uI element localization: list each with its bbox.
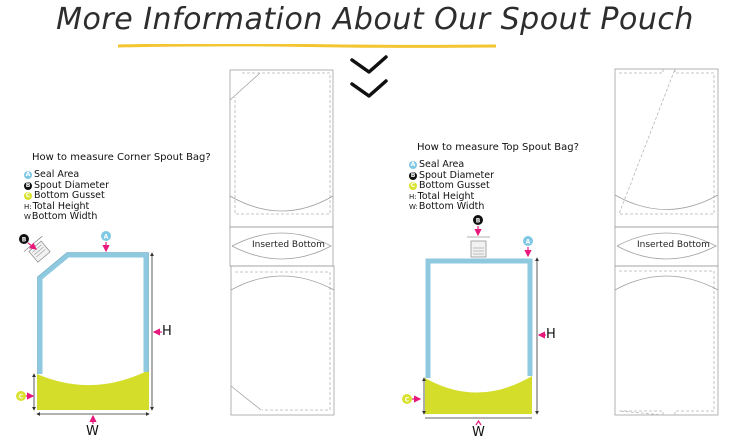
svg-text:C: C: [19, 394, 24, 401]
top-width-label: W: [472, 425, 485, 440]
bottom-gusset-badge-icon: C: [409, 182, 417, 191]
callout-c-badge: [402, 394, 412, 404]
corner-layout-drawing: [229, 69, 335, 416]
legend-prefix: W: [24, 213, 31, 221]
legend-label: Bottom Width: [418, 201, 485, 212]
legend-item-total-height: H:Total Height: [409, 190, 494, 203]
bottom-gusset-badge-icon: C: [24, 192, 32, 201]
svg-text:A: A: [526, 239, 531, 246]
corner-panel-heading: How to measure Corner Spout Bag?: [32, 152, 211, 163]
legend-label: Bottom Gusset: [419, 180, 490, 191]
double-chevron-down-icon: [350, 55, 388, 98]
svg-text:C: C: [405, 397, 410, 404]
svg-text:B: B: [476, 218, 481, 225]
top-layout-drawing: [614, 68, 719, 416]
top-panel-heading: How to measure Top Spout Bag?: [417, 142, 579, 153]
top-inserted-bottom-label: Inserted Bottom: [637, 240, 710, 250]
legend-label: Bottom Gusset: [34, 190, 105, 201]
spout-diameter-badge-icon: B: [409, 171, 417, 180]
top-spout-bag-diagram: B A C: [402, 215, 546, 426]
callout-a-badge: [101, 231, 111, 241]
legend-label: Seal Area: [34, 169, 80, 180]
legend-label: Seal Area: [419, 159, 465, 170]
top-spout-icon: [467, 236, 490, 258]
legend-label: Spout Diameter: [419, 169, 494, 181]
legend-item-total-height: H:Total Height: [24, 200, 109, 213]
top-height-label: H: [546, 327, 556, 342]
legend-prefix: H:: [409, 192, 417, 201]
corner-width-label: W: [86, 424, 99, 439]
callout-b-badge: [473, 215, 483, 225]
legend-label: Spout Diameter: [34, 179, 109, 191]
callout-c-badge: [16, 391, 26, 401]
spout-diameter-badge-icon: B: [24, 181, 32, 190]
legend-prefix: W:: [409, 203, 418, 211]
legend-item-bottom-width: W:Bottom Width: [409, 201, 494, 213]
corner-inserted-bottom-label: Inserted Bottom: [252, 240, 325, 250]
legend-label: Total Height: [417, 190, 475, 202]
seal-area-badge-icon: A: [24, 171, 32, 180]
legend-label: Total Height: [32, 200, 90, 212]
title-underline: [118, 44, 496, 48]
corner-height-label: H: [162, 324, 172, 339]
callout-b-badge: [19, 234, 29, 244]
seal-area-badge-icon: A: [409, 161, 417, 170]
legend-label: Bottom Width: [31, 211, 98, 222]
legend-prefix: H:: [24, 202, 32, 211]
page-title: More Information About Our Spout Pouch: [56, 2, 694, 37]
svg-text:B: B: [22, 237, 27, 244]
callout-a-badge: [523, 236, 533, 246]
corner-spout-bag-diagram: B A C: [16, 231, 162, 424]
svg-text:A: A: [104, 234, 109, 241]
